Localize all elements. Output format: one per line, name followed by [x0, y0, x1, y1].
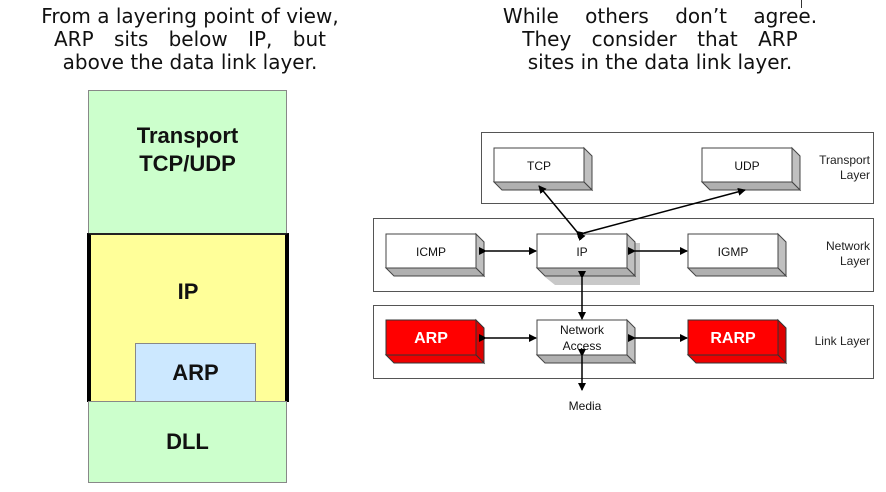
arp-label: ARP [414, 330, 448, 347]
stack-transport-protocols: TCP/UDP [139, 151, 236, 176]
arrow-ip-udp [576, 187, 746, 239]
stack-ip-label: IP [177, 279, 199, 304]
stack-transport-layer: Transport TCP/UDP [88, 90, 287, 234]
link-layer-label-line-1: Link Layer [814, 334, 870, 348]
stack-arp-box: ARP [135, 343, 256, 402]
caption-left-line-2: ARP sits below IP, but [54, 27, 326, 51]
stack-transport-label: Transport [136, 123, 239, 148]
network-layer-label-line-1: Network [825, 239, 870, 253]
caption-left-line-1: From a layering point of view, [41, 4, 339, 28]
ip-box: IP [535, 232, 637, 278]
network-layer-label: Network Layer [826, 239, 870, 269]
icmp-label: ICMP [416, 245, 446, 259]
tcp-label: TCP [527, 159, 551, 173]
network-layer-label-line-2: Layer [839, 254, 870, 268]
rarp-box: RARP [686, 318, 788, 365]
stray-tick-mark [801, 0, 802, 8]
transport-layer-label: Transport Layer [819, 153, 870, 183]
caption-right: While others don’t agree. They consider … [460, 5, 860, 74]
arrow-ip-tcp [538, 185, 586, 241]
rarp-label: RARP [710, 330, 756, 347]
stack-arp-label: ARP [172, 360, 219, 385]
link-layer-label: Link Layer [815, 334, 870, 349]
network-access-box: Network Access [535, 318, 637, 365]
stack-dll-label: DLL [166, 429, 209, 454]
network-access-label-line-1: Network [560, 323, 605, 337]
udp-label: UDP [734, 159, 759, 173]
stack-dll-layer: DLL [88, 401, 287, 483]
udp-box: UDP [700, 146, 802, 192]
caption-right-line-3: sites in the data link layer. [527, 50, 793, 74]
ip-label: IP [576, 245, 587, 259]
caption-right-line-2: They consider that ARP [522, 27, 798, 51]
network-access-label-line-2: Access [563, 339, 602, 353]
transport-layer-label-line-1: Transport [819, 153, 870, 167]
arp-box: ARP [384, 318, 486, 365]
igmp-label: IGMP [718, 245, 749, 259]
caption-left: From a layering point of view, ARP sits … [0, 5, 380, 74]
igmp-box: IGMP [686, 232, 788, 278]
transport-layer-label-line-2: Layer [839, 168, 870, 182]
caption-left-line-3: above the data link layer. [62, 50, 318, 74]
tcp-box: TCP [492, 146, 594, 192]
icmp-box: ICMP [384, 232, 486, 278]
caption-right-line-1: While others don’t agree. [502, 4, 818, 28]
media-label: Media [569, 399, 602, 413]
